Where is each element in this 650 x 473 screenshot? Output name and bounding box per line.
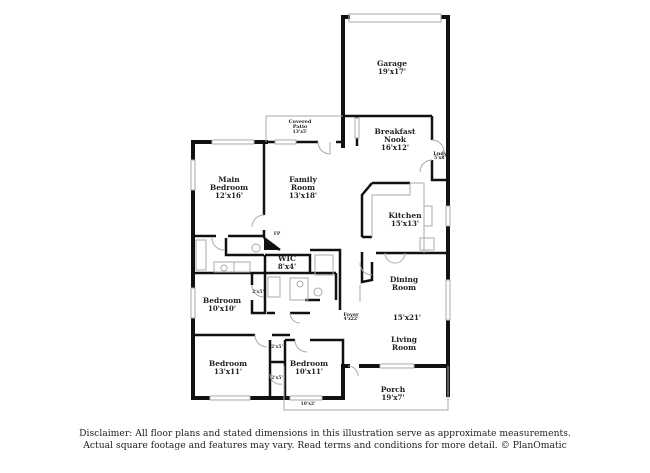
interior-walls	[191, 114, 448, 398]
room-dimension: 10'x11'	[295, 366, 323, 376]
closet-1-label: 2'x5'	[252, 290, 264, 295]
fireplace-label: FP	[273, 232, 281, 237]
main-bedroom-label: Main Bedroom 12'x16'	[210, 176, 248, 199]
bedroom-2-label: Bedroom 10'x10'	[202, 296, 242, 313]
garage-label: Garage 19'x17'	[376, 59, 408, 76]
room-name: Patio	[292, 124, 308, 131]
family-room-label: Family Room 13'x18'	[289, 176, 317, 199]
porch-label: Porch 19'x7'	[380, 385, 406, 402]
room-dimension: 13'x5'	[292, 129, 308, 135]
room-name: Bedroom	[209, 182, 249, 192]
room-name: Breakfast	[374, 127, 416, 136]
room-name: Kitchen	[388, 211, 422, 220]
disclaimer-line-2: Actual square footage and features may v…	[83, 440, 567, 451]
bedroom-3-label: Bedroom 13'x11'	[208, 359, 248, 376]
room-dimension: 10'x10'	[208, 303, 236, 313]
room-name: Room	[290, 182, 316, 192]
closet-2-label: 2'x5'	[271, 345, 283, 350]
breakfast-nook-label: Breakfast Nook 16'x12'	[375, 128, 416, 151]
covered-patio-label: Covered Patio 13'x5'	[288, 119, 312, 135]
room-dimension: 15'x13'	[391, 218, 419, 228]
room-name: Garage	[376, 59, 408, 68]
room-dimension: 16'x12'	[381, 142, 409, 152]
room-name: Living	[390, 335, 418, 344]
room-dimension: 4'x22'	[343, 317, 359, 323]
room-name: Family	[289, 175, 317, 184]
bedroom-4-label: Bedroom 10'x11'	[289, 359, 329, 376]
room-name: Bedroom	[208, 359, 248, 368]
foyer-label: Foyer 4'x22'	[343, 312, 359, 323]
room-name: Covered	[288, 119, 312, 125]
room-dimension: 13'x18'	[289, 190, 317, 200]
room-name: Main	[218, 175, 240, 184]
room-name: Room	[391, 342, 417, 352]
room-dimension: 12'x16'	[215, 190, 243, 200]
windows	[190, 117, 451, 401]
room-dimension: 15'x21'	[393, 313, 421, 322]
thin-lines	[195, 13, 449, 411]
room-dimension: 8'x4'	[277, 261, 297, 271]
room-name: Bedroom	[289, 359, 329, 368]
room-dimension: 19'x17'	[378, 66, 406, 76]
dining-room-label: Dining Room	[390, 276, 418, 292]
room-dimension: 13'x11'	[214, 366, 242, 376]
room-name: WIC	[278, 254, 296, 263]
room-name: Nook	[383, 134, 407, 144]
disclaimer: Disclaimer: All floor plans and stated d…	[0, 428, 650, 452]
room-dimension: 19'x7'	[381, 392, 405, 402]
laundry-label: Lndy 5'x8'	[433, 151, 447, 162]
fireplace	[264, 238, 280, 250]
room-name: Lndy	[433, 151, 447, 157]
room-name: Dining	[389, 275, 419, 284]
porch-window-label: 10'x2'	[300, 402, 316, 407]
room-dimension: 5'x8'	[434, 156, 446, 162]
wic-label: WIC 8'x4'	[277, 254, 297, 271]
room-name: Room	[391, 282, 417, 292]
room-name: Bedroom	[202, 296, 242, 305]
room-name: Porch	[380, 385, 406, 394]
living-room-label: Living Room	[391, 336, 417, 352]
kitchen-label: Kitchen 15'x13'	[388, 211, 422, 228]
room-name: Foyer	[343, 312, 359, 318]
dining-living-dimension: 15'x21'	[393, 313, 421, 322]
closet-3-label: 2'x5'	[271, 376, 283, 381]
disclaimer-line-1: Disclaimer: All floor plans and stated d…	[79, 428, 571, 439]
